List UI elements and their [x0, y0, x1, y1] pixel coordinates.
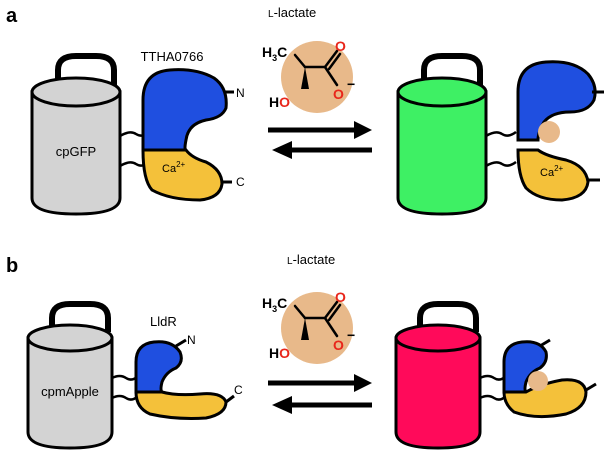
- methyl-group: H3C: [262, 44, 287, 63]
- hydroxyl-group: HO: [269, 345, 290, 361]
- barrel-top: [30, 76, 122, 108]
- barrel-body: [394, 336, 482, 450]
- equilibrium-arrows-icon: [268, 121, 372, 159]
- panel-b-ligand-label: L-lactate: [287, 252, 335, 267]
- c-terminus-label: C: [236, 175, 245, 189]
- ttha0766-label: TTHA0766: [141, 49, 204, 64]
- panel-a-ligand-label: L-lactate: [268, 5, 316, 20]
- barrel-top: [396, 76, 488, 108]
- handle-icon: [417, 301, 479, 332]
- ligand-rest: -lactate: [293, 252, 336, 267]
- lactate-structure-icon: H3C HO O O −: [262, 289, 355, 364]
- bound-lactate-circle: [528, 371, 548, 391]
- panel-a-letter: a: [6, 5, 18, 27]
- carboxylate-oxygen: O: [333, 337, 344, 353]
- lactate-structure-icon: H3C HO O O −: [262, 38, 355, 113]
- ttha0766-n-domain: [141, 68, 228, 152]
- ca-ion-label: Ca2+: [162, 160, 186, 175]
- cpgfp-label: cpGFP: [56, 144, 96, 159]
- lldr-c-domain-bound: [502, 378, 588, 419]
- carboxylate-oxygen: O: [333, 86, 344, 102]
- ttha0766-n-domain-bound: [516, 60, 597, 142]
- equilibrium-arrows-icon: [268, 374, 372, 414]
- panel-a-unbound-sensor: cpGFP TTHA0766 Ca2+ N C: [30, 49, 245, 216]
- barrel-body: [396, 90, 488, 216]
- methyl-group: H3C: [262, 295, 287, 314]
- c-terminus-label: C: [234, 383, 243, 397]
- ligand-rest: -lactate: [274, 5, 317, 20]
- ligand-prefix: L: [287, 256, 293, 267]
- wedge-bond: [301, 318, 309, 340]
- carbonyl-oxygen: O: [335, 289, 346, 305]
- panel-a: a L-lactate H3C HO O O −: [6, 5, 604, 216]
- handle-icon: [55, 53, 117, 86]
- ligand-prefix: L: [268, 9, 274, 20]
- ttha0766-c-domain: [141, 148, 224, 202]
- handle-icon: [49, 301, 111, 332]
- carboxylate-charge: −: [347, 76, 355, 92]
- panel-a-bound-sensor: Ca2+: [396, 53, 604, 216]
- wedge-bond: [301, 67, 309, 89]
- panel-b-bound-sensor: [394, 301, 597, 450]
- panel-b-letter: b: [6, 255, 18, 277]
- hydroxyl-group: HO: [269, 94, 290, 110]
- ca-ion-label-bound: Ca2+: [540, 164, 564, 179]
- barrel-body: [30, 90, 122, 216]
- carboxylate-charge: −: [347, 327, 355, 343]
- carbonyl-oxygen: O: [335, 38, 346, 54]
- handle-icon: [421, 53, 483, 86]
- panel-b: b L-lactate H3C HO O O −: [6, 252, 597, 450]
- barrel-body: [26, 336, 114, 450]
- cpmapple-label: cpmApple: [41, 384, 99, 399]
- lldr-label: LldR: [150, 314, 177, 329]
- ttha0766-c-domain-bound: [516, 148, 590, 202]
- n-terminus-label: N: [187, 333, 196, 347]
- lldr-n-domain-bound: [502, 340, 548, 394]
- barrel-top: [394, 323, 482, 353]
- n-terminus-label: N: [236, 86, 245, 100]
- bound-lactate-circle: [538, 121, 560, 143]
- lldr-n-domain: [134, 340, 183, 394]
- barrel-top: [26, 323, 114, 353]
- lldr-c-domain: [134, 390, 228, 420]
- panel-b-unbound-sensor: cpmApple LldR N C: [26, 301, 243, 450]
